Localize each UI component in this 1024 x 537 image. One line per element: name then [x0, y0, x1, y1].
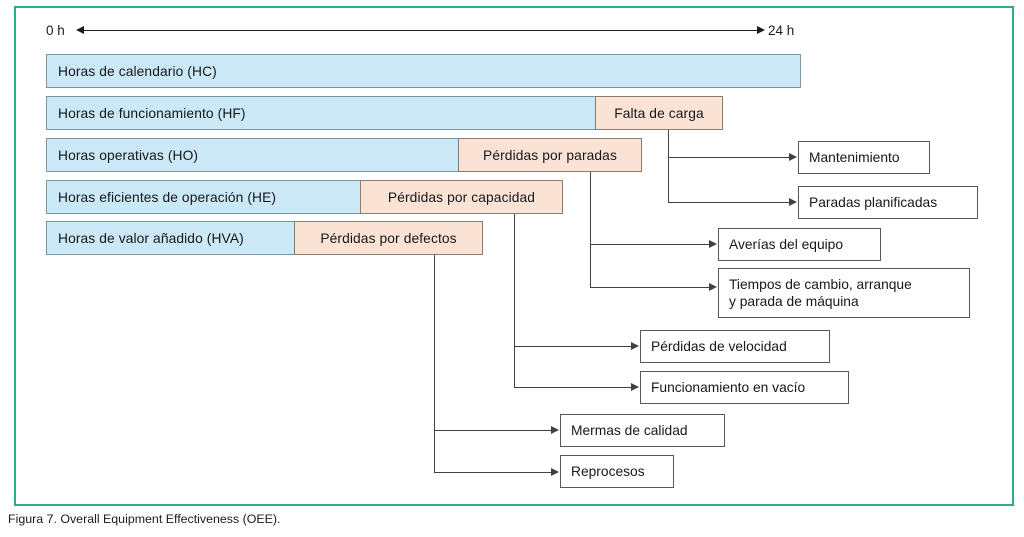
- leaf-reprocesos: Reprocesos: [560, 455, 674, 488]
- bar-label: Horas de calendario (HC): [58, 63, 217, 79]
- bar-label: Pérdidas por capacidad: [387, 189, 536, 205]
- connector-to-averias: [590, 244, 709, 245]
- bar-perdidas-por-defectos: Pérdidas por defectos: [294, 221, 483, 255]
- leaf-label: Mermas de calidad: [571, 422, 688, 438]
- bar-falta-de-carga: Falta de carga: [595, 96, 723, 130]
- leaf-funcionamiento-en-vacio: Funcionamiento en vacío: [640, 371, 849, 404]
- connector-perdidas-defectos-vertical: [434, 255, 435, 472]
- connector-to-mermas-calidad: [434, 430, 551, 431]
- connector-falta-carga-vertical: [668, 130, 669, 202]
- arrow-to-paradas-planificadas-icon: [789, 198, 797, 206]
- bar-horas-calendario: Horas de calendario (HC): [46, 54, 801, 88]
- axis-start-label: 0 h: [46, 23, 65, 38]
- connector-perdidas-capacidad-vertical: [514, 214, 515, 387]
- bar-perdidas-por-capacidad: Pérdidas por capacidad: [360, 180, 563, 214]
- arrow-to-averias-icon: [709, 240, 717, 248]
- connector-to-funcionamiento-vacio: [514, 387, 631, 388]
- leaf-label: Pérdidas de velocidad: [651, 338, 787, 354]
- leaf-label: Averías del equipo: [729, 236, 844, 252]
- bar-horas-funcionamiento: Horas de funcionamiento (HF): [46, 96, 596, 130]
- leaf-label: Reprocesos: [571, 463, 645, 479]
- connector-to-reprocesos: [434, 472, 551, 473]
- bar-label: Falta de carga: [614, 105, 704, 121]
- leaf-label: Paradas planificadas: [809, 194, 938, 210]
- connector-to-paradas-planificadas: [668, 202, 789, 203]
- leaf-mantenimiento: Mantenimiento: [798, 141, 930, 174]
- arrow-to-tiempos-cambio-icon: [709, 283, 717, 291]
- bar-horas-valor-anadido: Horas de valor añadido (HVA): [46, 221, 295, 255]
- leaf-perdidas-de-velocidad: Pérdidas de velocidad: [640, 330, 830, 363]
- arrow-to-funcionamiento-vacio-icon: [631, 383, 639, 391]
- connector-to-mantenimiento: [668, 157, 789, 158]
- arrow-to-perdidas-velocidad-icon: [631, 342, 639, 350]
- bar-label: Pérdidas por defectos: [320, 230, 457, 246]
- leaf-label: Tiempos de cambio, arranque y parada de …: [729, 276, 912, 309]
- arrow-to-mermas-calidad-icon: [551, 426, 559, 434]
- connector-perdidas-paradas-vertical: [590, 172, 591, 287]
- axis-arrow-left-icon: [76, 26, 84, 34]
- leaf-paradas-planificadas: Paradas planificadas: [798, 186, 978, 219]
- bar-label: Horas operativas (HO): [58, 147, 199, 163]
- connector-to-perdidas-velocidad: [514, 346, 631, 347]
- axis-end-label: 24 h: [768, 23, 795, 38]
- bar-perdidas-por-paradas: Pérdidas por paradas: [458, 138, 642, 172]
- leaf-averias-del-equipo: Averías del equipo: [718, 228, 881, 261]
- bar-label: Horas de valor añadido (HVA): [58, 230, 244, 246]
- leaf-tiempos-de-cambio: Tiempos de cambio, arranque y parada de …: [718, 268, 970, 318]
- bar-label: Horas eficientes de operación (HE): [58, 189, 277, 205]
- leaf-label: Mantenimiento: [809, 149, 900, 165]
- bar-label: Horas de funcionamiento (HF): [58, 105, 246, 121]
- bar-label: Pérdidas por paradas: [483, 147, 617, 163]
- axis-arrow-right-icon: [757, 26, 765, 34]
- bar-horas-eficientes: Horas eficientes de operación (HE): [46, 180, 361, 214]
- connector-to-tiempos-cambio: [590, 287, 709, 288]
- leaf-label: Funcionamiento en vacío: [651, 379, 806, 395]
- figure-caption: Figura 7. Overall Equipment Effectivenes…: [8, 512, 281, 526]
- arrow-to-mantenimiento-icon: [789, 153, 797, 161]
- axis-line: [83, 30, 759, 31]
- leaf-mermas-de-calidad: Mermas de calidad: [560, 414, 725, 447]
- arrow-to-reprocesos-icon: [551, 468, 559, 476]
- bar-horas-operativas: Horas operativas (HO): [46, 138, 459, 172]
